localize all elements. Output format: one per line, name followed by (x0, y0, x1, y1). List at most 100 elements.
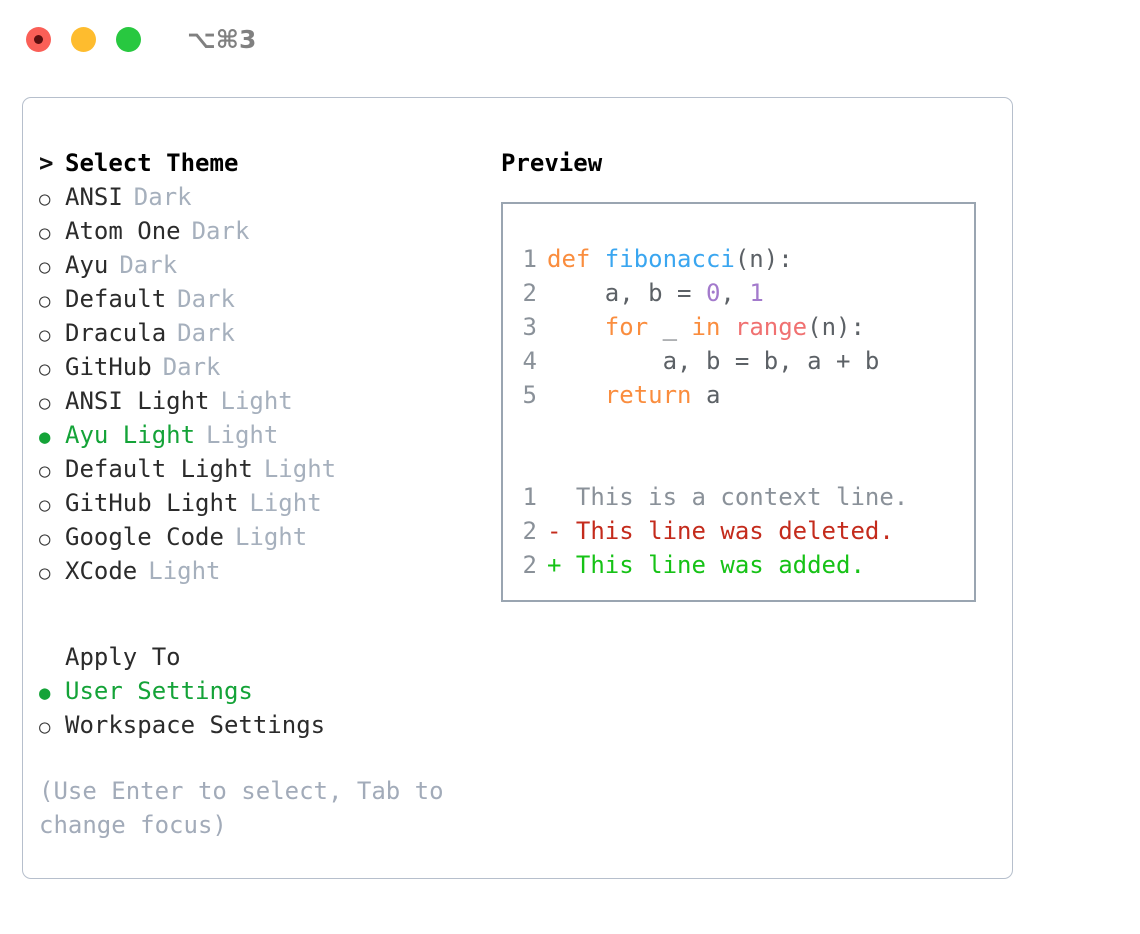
code-blank-line (503, 412, 974, 446)
radio-unselected-icon[interactable]: ○ (39, 494, 51, 516)
code-token-plain: a (691, 381, 721, 409)
code-token-function: fibonacci (604, 245, 735, 273)
code-token-plain (547, 313, 605, 341)
minimize-window-button[interactable] (71, 26, 96, 52)
code-token-plain: a, b = b, a + b (547, 347, 880, 375)
code-token-plain: a, b = (547, 279, 706, 307)
keyboard-shortcut-label: ⌥⌘3 (187, 24, 257, 54)
theme-name: Default (65, 285, 167, 313)
code-token-plain (720, 313, 734, 341)
diff-text: This line was deleted. (561, 517, 894, 545)
line-number: 2 (522, 279, 537, 307)
code-token-keyword: def (547, 245, 605, 273)
theme-option-default[interactable]: ○ Default Dark (39, 282, 509, 316)
radio-unselected-icon[interactable]: ○ (39, 222, 51, 244)
theme-variant-tag: Dark (177, 285, 235, 313)
preview-column: Preview 1 def fibonacci(n): 2 a, b = 0, … (501, 146, 1001, 602)
theme-option-xcode[interactable]: ○ XCode Light (39, 554, 509, 588)
diff-line-context: 1 This is a context line. (503, 480, 974, 514)
diff-line-deleted: 2 - This line was deleted. (503, 514, 974, 548)
code-line: 3 for _ in range(n): (503, 310, 974, 344)
radio-selected-icon[interactable]: ● (39, 682, 51, 704)
keyboard-hint-text: (Use Enter to select, Tab to change focu… (39, 777, 444, 839)
diff-sign: + (547, 551, 562, 579)
theme-name: ANSI Light (65, 387, 210, 415)
apply-to-option-label: Workspace Settings (65, 711, 326, 739)
preview-title: Preview (501, 149, 603, 177)
theme-name: Ayu Light (65, 421, 196, 449)
traffic-light-buttons (26, 26, 141, 52)
radio-unselected-icon[interactable]: ○ (39, 188, 51, 210)
code-line: 2 a, b = 0, 1 (503, 276, 974, 310)
radio-unselected-icon[interactable]: ○ (39, 716, 51, 738)
code-token-keyword: in (691, 313, 721, 341)
code-blank-line (503, 446, 974, 480)
section-spacer (39, 588, 509, 640)
line-number: 4 (522, 347, 537, 375)
main-panel: > Select Theme ○ ANSI Dark ○ Atom One Da… (22, 97, 1013, 879)
theme-variant-tag: Dark (162, 353, 221, 381)
theme-variant-tag: Light (220, 387, 293, 415)
line-number: 3 (522, 313, 537, 341)
theme-name: GitHub Light (65, 489, 239, 517)
apply-to-marker-spacer: · (39, 640, 65, 674)
theme-name: Dracula (65, 319, 167, 347)
theme-variant-tag: Dark (177, 319, 235, 347)
theme-name: ANSI (65, 183, 123, 211)
select-theme-header: > Select Theme (39, 146, 509, 180)
theme-option-dracula[interactable]: ○ Dracula Dark (39, 316, 509, 350)
title-bar: ⌥⌘3 (0, 0, 1140, 78)
code-line: 4 a, b = b, a + b (503, 344, 974, 378)
theme-variant-tag: Light (206, 421, 279, 449)
theme-option-ansi-light[interactable]: ○ ANSI Light Light (39, 384, 509, 418)
theme-selector-column: > Select Theme ○ ANSI Dark ○ Atom One Da… (39, 146, 509, 842)
radio-unselected-icon[interactable]: ○ (39, 256, 51, 278)
code-token-keyword: return (604, 381, 692, 409)
radio-unselected-icon[interactable]: ○ (39, 324, 51, 346)
apply-to-option-user-settings[interactable]: ● User Settings (39, 674, 509, 708)
maximize-window-button[interactable] (116, 26, 141, 52)
theme-name: Google Code (65, 523, 224, 551)
theme-option-atom-one[interactable]: ○ Atom One Dark (39, 214, 509, 248)
radio-selected-icon[interactable]: ● (39, 426, 51, 448)
line-number: 2 (522, 551, 537, 579)
code-token-plain: , (720, 279, 750, 307)
diff-text: This is a context line. (561, 483, 909, 511)
theme-variant-tag: Dark (133, 183, 192, 211)
code-token-plain: (n): (734, 245, 793, 273)
theme-name: Atom One (65, 217, 181, 245)
radio-unselected-icon[interactable]: ○ (39, 562, 51, 584)
theme-option-default-light[interactable]: ○ Default Light Light (39, 452, 509, 486)
diff-sign: - (547, 517, 562, 545)
theme-option-google-code[interactable]: ○ Google Code Light (39, 520, 509, 554)
radio-unselected-icon[interactable]: ○ (39, 358, 51, 380)
theme-option-ansi[interactable]: ○ ANSI Dark (39, 180, 509, 214)
diff-text: This line was added. (561, 551, 865, 579)
theme-variant-tag: Light (234, 523, 308, 551)
radio-unselected-icon[interactable]: ○ (39, 460, 51, 482)
line-number: 1 (522, 245, 537, 273)
code-token-plain: _ (648, 313, 692, 341)
code-line: 5 return a (503, 378, 974, 412)
apply-to-option-workspace-settings[interactable]: ○ Workspace Settings (39, 708, 509, 742)
radio-unselected-icon[interactable]: ○ (39, 392, 51, 414)
theme-option-github[interactable]: ○ GitHub Dark (39, 350, 509, 384)
close-window-button[interactable] (26, 26, 51, 52)
theme-option-github-light[interactable]: ○ GitHub Light Light (39, 486, 509, 520)
theme-name: Ayu (65, 251, 109, 279)
theme-name: XCode (65, 557, 138, 585)
theme-option-ayu-light[interactable]: ● Ayu Light Light (39, 418, 509, 452)
radio-unselected-icon[interactable]: ○ (39, 528, 51, 550)
radio-unselected-icon[interactable]: ○ (39, 290, 51, 312)
line-number: 5 (522, 381, 537, 409)
theme-name: GitHub (65, 353, 152, 381)
code-preview: 1 def fibonacci(n): 2 a, b = 0, 1 3 for … (503, 242, 974, 582)
apply-to-header: · Apply To (39, 640, 509, 674)
select-theme-title: Select Theme (65, 149, 239, 177)
diff-line-added: 2 + This line was added. (503, 548, 974, 582)
theme-variant-tag: Dark (191, 217, 250, 245)
theme-option-ayu[interactable]: ○ Ayu Dark (39, 248, 509, 282)
apply-to-title: Apply To (65, 643, 181, 671)
theme-variant-tag: Light (249, 489, 322, 517)
